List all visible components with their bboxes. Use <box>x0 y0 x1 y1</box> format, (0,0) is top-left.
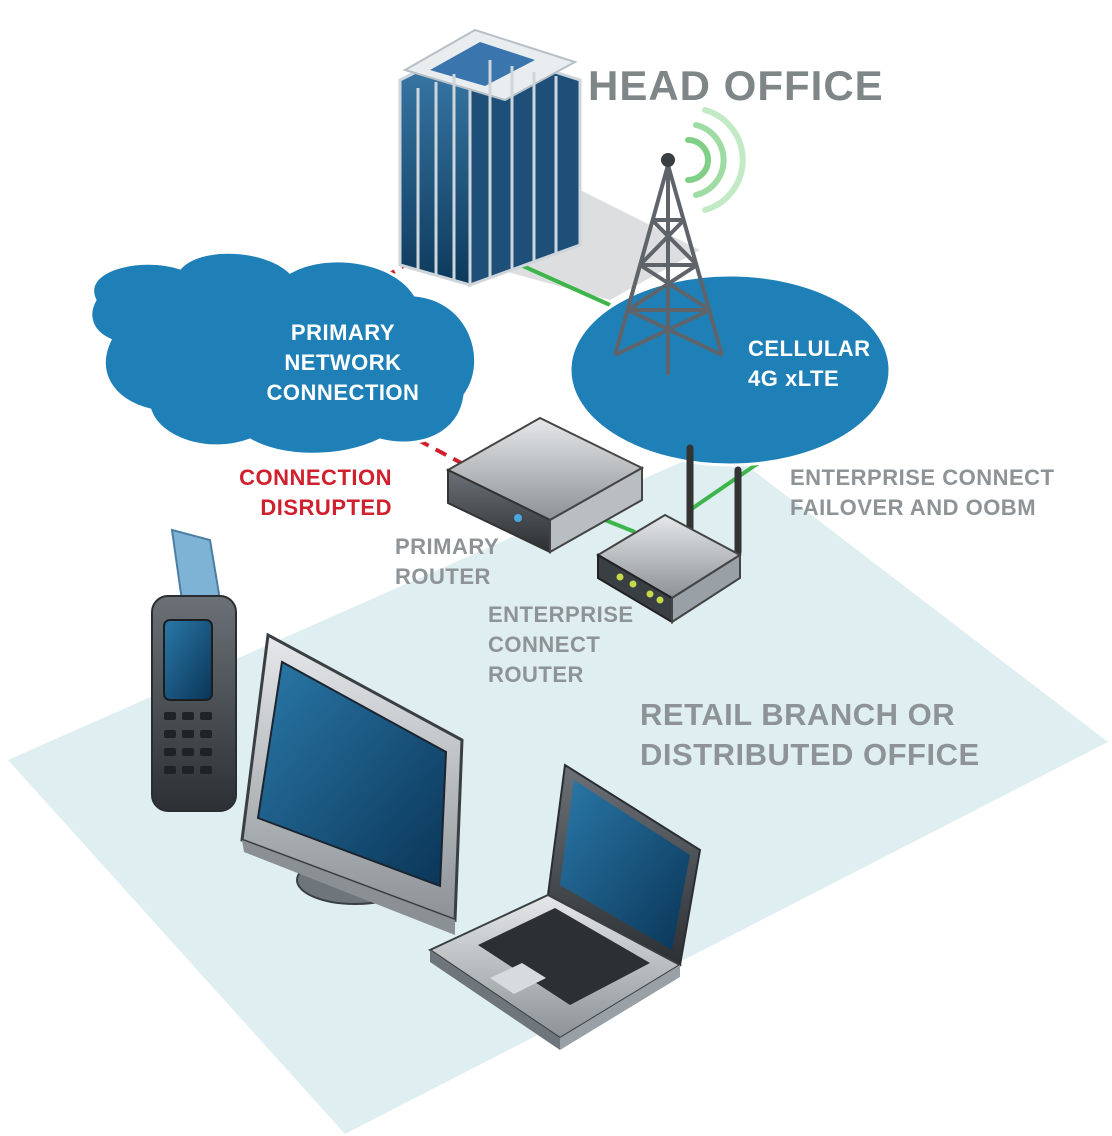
primary-router-label-line: ROUTER <box>395 564 491 589</box>
cellular-label-line: CELLULAR <box>748 336 871 361</box>
active-link-routers <box>604 518 636 534</box>
branch-label-line: RETAIL BRANCH OR <box>640 697 956 732</box>
failover-label: ENTERPRISE CONNECT FAILOVER AND OOBM <box>790 463 1054 523</box>
branch-floor <box>8 445 1108 1134</box>
signal-waves-icon <box>685 107 746 213</box>
primary-network-label-line: NETWORK <box>284 350 402 375</box>
primary-router-label: PRIMARY ROUTER <box>395 532 499 592</box>
monitor-icon <box>240 632 464 935</box>
enterprise-connect-router-label: ENTERPRISE CONNECT ROUTER <box>488 600 634 690</box>
primary-network-label: PRIMARY NETWORK CONNECTION <box>248 318 438 408</box>
ec-router-label-line: ROUTER <box>488 662 584 687</box>
head-office-title: HEAD OFFICE <box>588 62 884 109</box>
rack-router-icon <box>445 416 645 554</box>
branch-label-line: DISTRIBUTED OFFICE <box>640 737 980 772</box>
branch-office-label: RETAIL BRANCH OR DISTRIBUTED OFFICE <box>640 695 980 775</box>
connection-disrupted-label: CONNECTION DISRUPTED <box>200 463 392 523</box>
cellular-label-line: 4G xLTE <box>748 366 840 391</box>
wireless-router-icon <box>596 444 742 624</box>
ec-router-label-line: CONNECT <box>488 632 601 657</box>
primary-network-label-line: PRIMARY <box>290 320 396 345</box>
primary-network-label-line: CONNECTION <box>266 380 420 405</box>
primary-router-label-line: PRIMARY <box>395 534 500 559</box>
ec-router-label-line: ENTERPRISE <box>488 602 634 627</box>
cellular-label: CELLULAR 4G xLTE <box>748 334 871 394</box>
disrupted-link-bottom <box>417 438 466 467</box>
primary-network-cloud-icon <box>89 250 478 456</box>
laptop-icon <box>427 763 702 1050</box>
status-line: DISRUPTED <box>260 495 392 520</box>
failover-label-line: ENTERPRISE CONNECT <box>790 465 1055 490</box>
cell-tower-icon <box>613 153 724 375</box>
office-building-icon <box>398 28 582 288</box>
failover-label-line: FAILOVER AND OOBM <box>790 495 1037 520</box>
card-terminal-icon <box>151 528 237 812</box>
status-line: CONNECTION <box>239 465 392 490</box>
